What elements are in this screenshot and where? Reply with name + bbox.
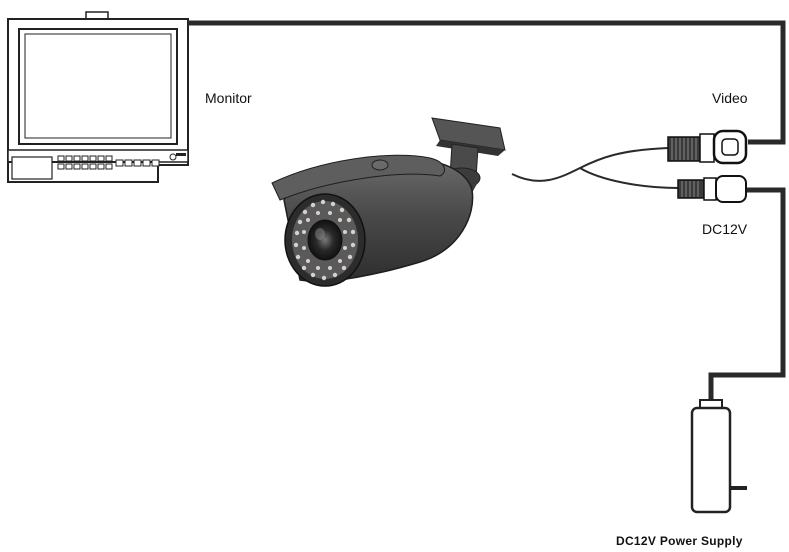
dc-jack-icon xyxy=(678,176,746,202)
video-label: Video xyxy=(712,90,748,106)
bullet-camera-icon xyxy=(272,118,505,286)
camera-pigtail-wires xyxy=(512,148,678,188)
power-adapter-icon xyxy=(692,400,747,512)
monitor-icon xyxy=(8,12,188,182)
monitor-label: Monitor xyxy=(205,90,252,106)
dc12v-label: DC12V xyxy=(702,221,747,237)
video-cable xyxy=(188,23,783,142)
power-supply-label: DC12V Power Supply xyxy=(616,534,743,548)
bnc-connector-icon xyxy=(668,131,746,163)
